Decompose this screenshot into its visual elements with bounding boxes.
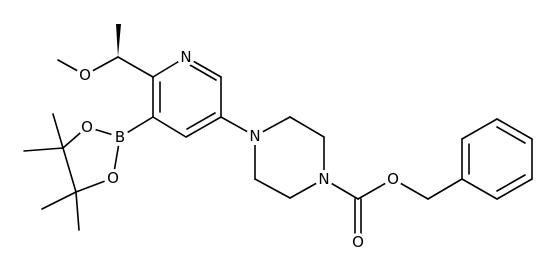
bond-pip-5 — [254, 178, 291, 199]
atom-label-piperazine-n4: N — [318, 170, 329, 188]
bond-c-c-pinacol — [62, 147, 77, 193]
atom-label-boronate-o-lower: O — [107, 169, 119, 187]
atom-label-ester-o: O — [387, 170, 399, 188]
atom-label-boronate-b: B — [115, 128, 125, 146]
atom-ester-o: O — [384, 170, 402, 188]
bond-ch-ring — [117, 56, 154, 78]
bond-pip-2 — [289, 116, 325, 138]
bond-c5-c4 — [185, 116, 222, 138]
bond-ph-5-inner — [496, 174, 526, 192]
bond-wedge-methyl — [116, 24, 121, 57]
atom-carbonyl-o: O — [349, 233, 367, 251]
bond-ph-6 — [461, 178, 498, 200]
bond-ph-2 — [461, 118, 498, 140]
bond-ph-3-inner — [496, 126, 526, 144]
atom-boronate-b: B — [111, 128, 129, 146]
bond-me-upper-b — [23, 147, 64, 152]
bond-me-lower-a — [41, 191, 77, 210]
bond-c4-c3 — [152, 116, 187, 138]
atom-label-methoxy-o: O — [79, 66, 91, 84]
atom-piperazine-n1: N — [246, 127, 264, 145]
atom-labels: N N N O B O O O — [76, 48, 402, 251]
atom-boronate-o-upper: O — [78, 118, 96, 136]
atom-label-boronate-o-upper: O — [81, 118, 93, 136]
bonds — [23, 24, 533, 241]
bond-ph-3 — [496, 118, 533, 140]
bond-c5-c4-inner — [186, 112, 216, 130]
bond-me-upper-a — [52, 113, 64, 149]
atom-label-carbonyl-o: O — [352, 233, 364, 251]
bond-n-c6-inner — [189, 64, 217, 81]
bond-ph-5 — [496, 178, 533, 200]
atom-piperazine-n4: N — [315, 170, 333, 188]
atom-label-piperazine-n1: N — [249, 127, 260, 145]
atom-label-pyridine-n: N — [180, 48, 191, 66]
atom-methoxy-o: O — [76, 66, 94, 84]
bond-ch2-ph — [427, 178, 463, 200]
atom-boronate-o-lower: O — [104, 169, 122, 187]
bond-me-lower-b — [75, 191, 80, 231]
atom-pyridine-n: N — [177, 48, 195, 66]
